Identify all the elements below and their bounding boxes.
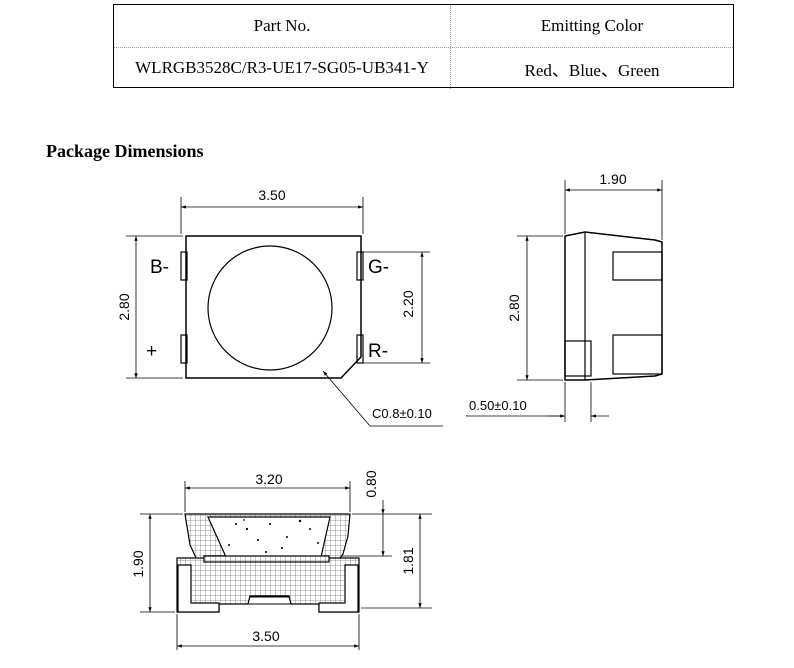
- spec-table: Part No. Emitting Color WLRGB3528C/R3-UE…: [113, 4, 734, 89]
- side-lower-terminal: [612, 334, 663, 375]
- front-lens-height-label: 0.80: [363, 470, 379, 497]
- pin-plus-label: +: [146, 341, 157, 362]
- part-number-cell: WLRGB3528C/R3-UE17-SG05-UB341-Y: [114, 47, 451, 89]
- table-row: WLRGB3528C/R3-UE17-SG05-UB341-Y Red、Blue…: [114, 47, 733, 89]
- header-emitting-color: Emitting Color: [540, 16, 644, 35]
- lens-circle: [207, 245, 333, 371]
- front-total-height-label: 1.90: [130, 550, 146, 577]
- front-dimension-lines: [140, 481, 432, 650]
- front-right-terminal: [318, 564, 359, 613]
- side-view: [466, 180, 663, 422]
- pin-r-label: R-: [368, 341, 388, 362]
- lens-cavity: [207, 516, 331, 558]
- side-pad-label: 0.50±0.10: [469, 398, 527, 413]
- lead-frame: [203, 555, 330, 563]
- side-upper-terminal: [612, 251, 663, 281]
- top-view: [126, 197, 443, 427]
- chamfer-leader: [322, 370, 443, 427]
- pad-b: [180, 251, 188, 281]
- top-width-label: 3.50: [258, 187, 285, 203]
- side-width-label: 1.90: [599, 171, 626, 187]
- pad-r: [356, 334, 364, 364]
- side-height-label: 2.80: [506, 294, 522, 321]
- lens-particles: [228, 519, 319, 553]
- front-bottom-width-label: 3.50: [252, 628, 279, 644]
- pin-b-label: B-: [150, 257, 169, 278]
- top-height-label: 2.80: [116, 293, 132, 320]
- front-top-width-label: 3.20: [255, 471, 282, 487]
- package-body-outline: [185, 235, 362, 379]
- pad-plus: [180, 334, 188, 364]
- top-inner-height-label: 2.20: [400, 290, 416, 317]
- front-view: [176, 513, 360, 613]
- section-title: Package Dimensions: [46, 141, 204, 161]
- pad-g: [356, 251, 364, 281]
- front-left-terminal: [177, 564, 220, 613]
- table-header-row: Part No. Emitting Color: [114, 5, 733, 48]
- emitting-color-cell: Red、Blue、Green: [524, 60, 660, 80]
- side-lower-pad: [564, 340, 592, 377]
- pin-g-label: G-: [368, 257, 389, 278]
- front-body-height-label: 1.81: [400, 547, 416, 574]
- chamfer-label: C0.8±0.10: [372, 406, 432, 421]
- header-part-no: Part No.: [114, 5, 451, 47]
